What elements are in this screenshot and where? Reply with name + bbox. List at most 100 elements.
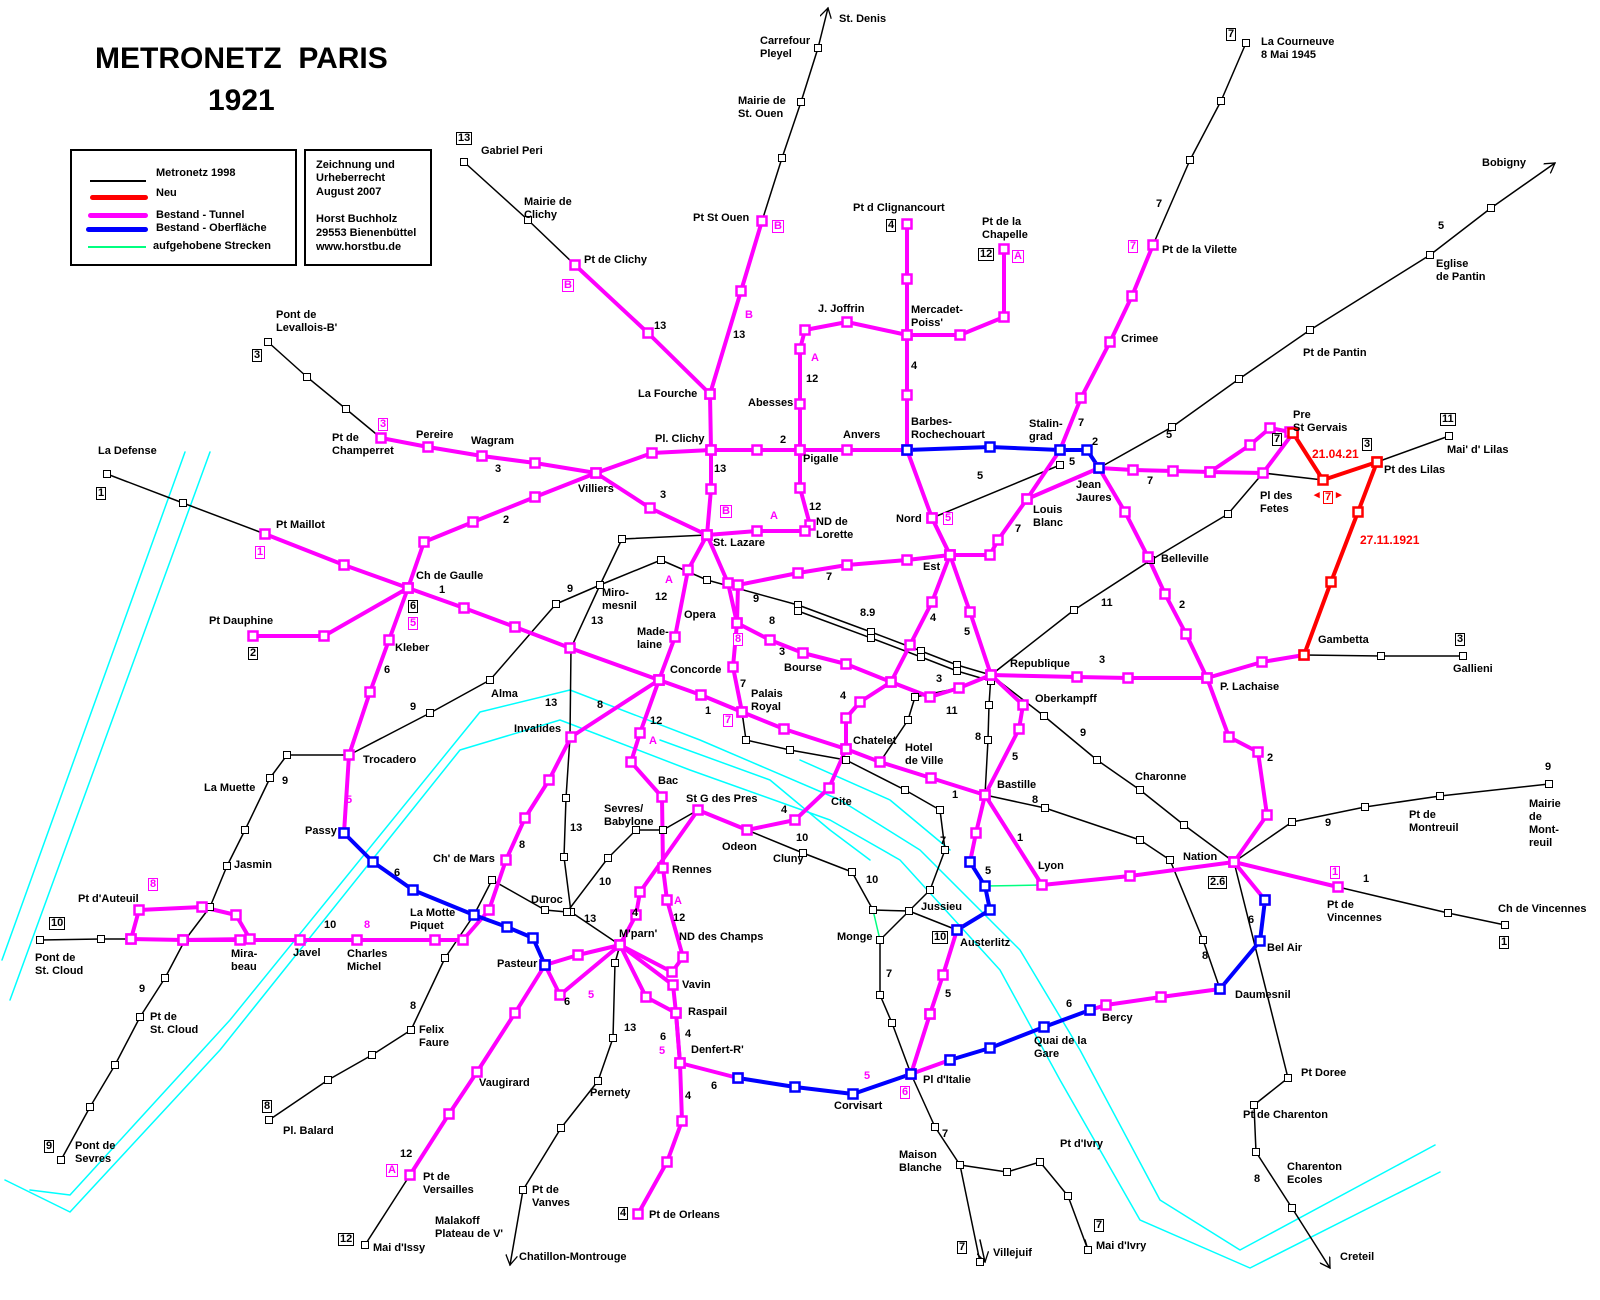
station-marker (841, 444, 853, 456)
station-marker (794, 607, 802, 615)
line-number-label: 4 (911, 360, 918, 372)
station-marker (1228, 856, 1240, 868)
station-marker (789, 1081, 801, 1093)
station-marker (642, 327, 654, 339)
station-label: Pont de Levallois-B' (276, 309, 338, 334)
line-number-label: 5 (945, 988, 952, 1000)
line-number-label: 4 (930, 612, 937, 624)
abandoned-segment (984, 884, 1043, 887)
line-number-label: 4 (781, 804, 788, 816)
station-marker (590, 467, 602, 479)
station-marker (483, 904, 495, 916)
station-marker (125, 933, 137, 945)
line-number-label: 1 (1363, 873, 1370, 885)
station-label: St. Lazare (713, 537, 765, 549)
station-marker (1214, 983, 1226, 995)
station-label: Concorde (670, 664, 722, 676)
station-marker (1352, 506, 1364, 518)
line-number-label: 12 (655, 591, 668, 603)
line-terminus-badge: 2 (248, 647, 259, 660)
station-marker (460, 158, 468, 166)
tunnel-line (909, 1012, 932, 1076)
station-marker (1459, 652, 1467, 660)
metro-1998-line (267, 341, 382, 439)
station-marker (666, 966, 678, 978)
station-marker (985, 701, 993, 709)
station-label: Daumesnil (1235, 989, 1291, 1001)
station-marker (1332, 881, 1344, 893)
station-label: Pt de Champerret (332, 432, 394, 457)
station-label: Ch' de Mars (433, 853, 495, 865)
surface-line (955, 860, 992, 932)
credit-line: Horst Buchholz (316, 213, 398, 225)
line-terminus-badge: 12 (978, 248, 995, 261)
station-marker (1136, 786, 1144, 794)
station-marker (669, 631, 681, 643)
station-marker (338, 559, 350, 571)
station-label: Trocadero (363, 754, 417, 766)
historic-line-badge: 8 (148, 878, 159, 891)
station-marker (1224, 510, 1232, 518)
line-number-label: 10 (796, 832, 809, 844)
historic-line-badge: 7 (1128, 240, 1139, 253)
station-label: Pt d'Auteuil (78, 893, 139, 905)
line-terminus-badge: 7 (1094, 1219, 1105, 1232)
station-marker (984, 904, 996, 916)
line-number-label: 1 (952, 789, 959, 801)
station-label: Rennes (672, 864, 712, 876)
station-marker (1284, 1074, 1292, 1082)
line-number-label: 8 (410, 1000, 417, 1012)
station-marker (841, 316, 853, 328)
station-label: Chatelet (853, 735, 897, 747)
line-number-label: 6 (660, 1031, 667, 1043)
opening-date-line-7: 21.04.21 (1312, 447, 1359, 461)
station-marker (705, 444, 717, 456)
station-marker (867, 634, 875, 642)
credit-line: www.horstbu.de (316, 241, 402, 253)
line-number-label: 11 (946, 705, 958, 717)
station-marker (501, 921, 513, 933)
station-marker (1084, 1246, 1092, 1254)
station-marker (1168, 423, 1176, 431)
station-marker (840, 743, 852, 755)
line-number-label: 13 (624, 1022, 637, 1034)
legend-label-surface: Bestand - Oberfläche (156, 222, 267, 234)
station-marker (1250, 1101, 1258, 1109)
line-number-label: 10 (324, 919, 337, 931)
station-marker (924, 1008, 936, 1020)
station-marker (609, 1034, 617, 1042)
tunnel-line (731, 243, 1155, 714)
station-label: Pt d Clignancourt (853, 202, 945, 214)
station-label: Charonne (1135, 771, 1187, 783)
station-markers (36, 39, 1553, 1266)
station-marker (247, 630, 259, 642)
station-marker (778, 723, 790, 735)
line-number-label: 5 (977, 470, 984, 482)
legend-swatch-abandoned (88, 246, 146, 248)
station-marker (1288, 818, 1296, 826)
station-marker (1545, 780, 1553, 788)
station-marker (1223, 731, 1235, 743)
station-marker (1056, 461, 1064, 469)
station-marker (560, 853, 568, 861)
line-terminus-badge: 1 (96, 487, 107, 500)
line-number-label: 8 (975, 731, 982, 743)
station-marker (984, 736, 992, 744)
station-marker (854, 696, 866, 708)
station-marker (1180, 821, 1188, 829)
station-marker (324, 1076, 332, 1084)
station-marker (318, 630, 330, 642)
historic-line-badge: 3 (378, 418, 389, 431)
station-marker (736, 706, 748, 718)
station-marker (1254, 935, 1266, 947)
station-marker (266, 774, 274, 782)
line-number-label: 12 (650, 715, 663, 727)
line-number-label: 13 (714, 463, 727, 475)
station-marker (1093, 756, 1101, 764)
surface-lines (342, 445, 1267, 1096)
legend: Metronetz 1998 Neu Bestand - Tunnel Best… (70, 149, 297, 266)
station-marker (259, 528, 271, 540)
station-label: Austerlitz (960, 937, 1011, 949)
line-number-label: 7 (1147, 475, 1154, 487)
station-marker (529, 491, 541, 503)
